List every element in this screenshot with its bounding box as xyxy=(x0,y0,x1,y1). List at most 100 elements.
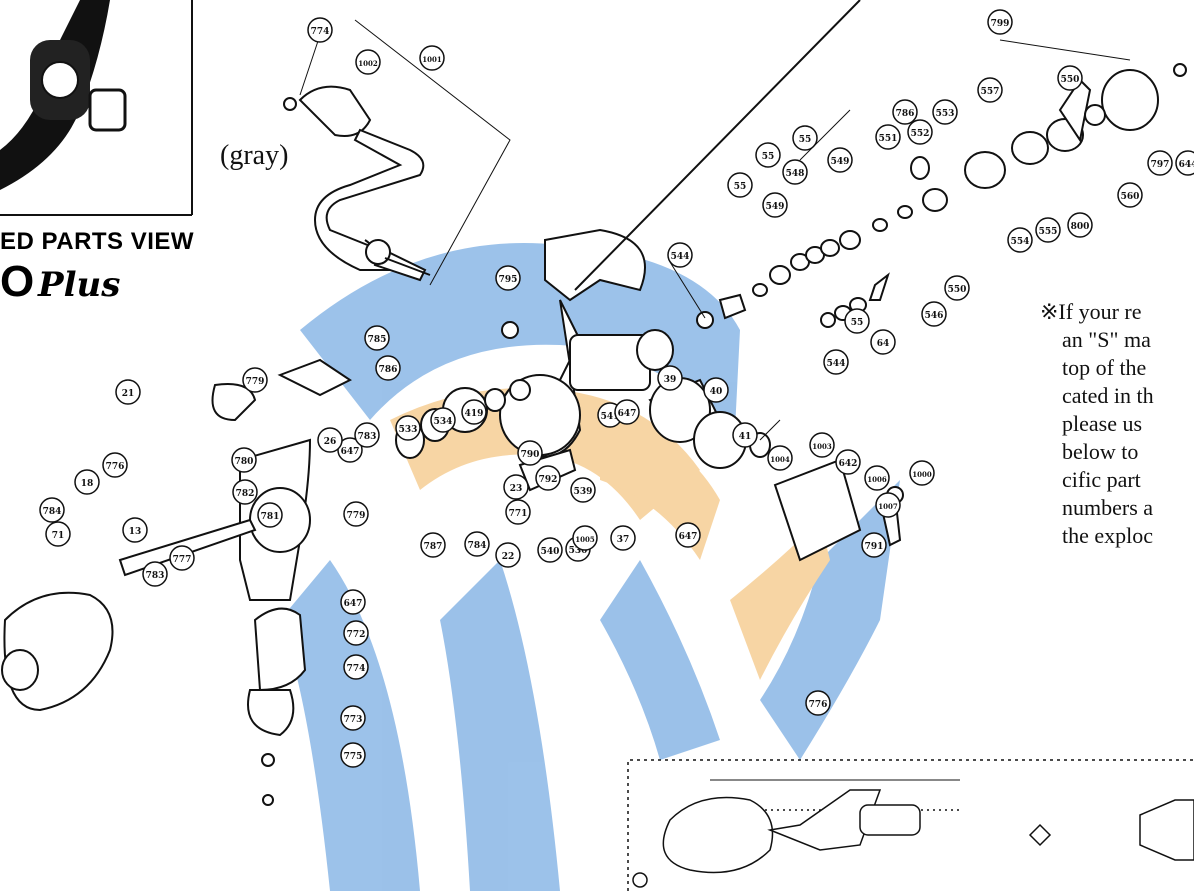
callout-label: 776 xyxy=(809,700,828,710)
note-line: please us xyxy=(1062,411,1143,436)
callout-label: 13 xyxy=(129,527,142,537)
callout-part-647: 647 xyxy=(614,399,640,425)
callout-label: 774 xyxy=(347,664,366,674)
callout-label: 539 xyxy=(574,487,593,497)
callout-label: 771 xyxy=(509,509,528,519)
callout-label: 533 xyxy=(399,425,418,435)
callout-part-419: 419 xyxy=(461,399,487,425)
callout-part-21: 21 xyxy=(115,379,141,405)
callout-label: 786 xyxy=(896,109,915,119)
callout-label: 555 xyxy=(1039,227,1058,237)
callout-part-1004: 1004 xyxy=(767,445,793,471)
callout-label: 647 xyxy=(344,599,363,609)
note-line: cific part xyxy=(1062,467,1141,492)
note-line: below to xyxy=(1062,439,1139,464)
callout-label: 541 xyxy=(601,412,620,422)
callout-label: 772 xyxy=(347,630,366,640)
callout-label: 785 xyxy=(368,335,387,345)
note-line: numbers a xyxy=(1062,495,1154,520)
callout-label: 37 xyxy=(617,535,630,545)
inset-photo-frame xyxy=(0,0,193,216)
callout-label: 779 xyxy=(246,377,265,387)
callout-label: 554 xyxy=(1011,237,1030,247)
callout-part-39: 39 xyxy=(657,365,683,391)
callout-label: 1007 xyxy=(878,502,898,511)
callout-label: 22 xyxy=(502,552,515,562)
callout-part-37: 37 xyxy=(610,525,636,551)
callout-label: 71 xyxy=(52,531,65,541)
callout-label: 41 xyxy=(739,432,752,442)
callout-part-776: 776 xyxy=(102,452,128,478)
housing-parts xyxy=(1,358,352,806)
gray-color-label: (gray) xyxy=(220,140,289,171)
callout-label: 1006 xyxy=(867,475,887,484)
callout-part-539: 539 xyxy=(570,477,596,503)
callout-label: 557 xyxy=(981,87,1000,97)
callout-part-781: 781 xyxy=(257,502,283,528)
handle-assembly xyxy=(283,85,519,339)
callout-label: 23 xyxy=(510,484,523,494)
callout-label: 549 xyxy=(766,202,785,212)
note-line: the exploc xyxy=(1062,523,1154,548)
callout-label: 792 xyxy=(539,475,558,485)
inset-handle-box xyxy=(627,759,1194,891)
callout-part-549: 549 xyxy=(827,147,853,173)
callout-label: 39 xyxy=(664,375,677,385)
callout-label: 549 xyxy=(831,157,850,167)
callout-part-55: 55 xyxy=(727,172,753,198)
callout-part-549: 549 xyxy=(762,192,788,218)
callout-part-544: 544 xyxy=(667,242,693,268)
callout-part-1006: 1006 xyxy=(864,465,890,491)
callout-part-647: 647 xyxy=(675,522,701,548)
callout-part-553: 553 xyxy=(932,99,958,125)
callout-label: 773 xyxy=(344,715,363,725)
callout-part-551: 551 xyxy=(875,124,901,150)
callout-part-642: 642 xyxy=(835,449,861,475)
callout-label: 783 xyxy=(146,571,165,581)
callout-label: 55 xyxy=(762,152,775,162)
callout-label: 64 xyxy=(877,339,890,349)
callout-part-775: 775 xyxy=(340,742,366,768)
callout-part-800: 800 xyxy=(1067,212,1093,238)
callout-part-55: 55 xyxy=(792,125,818,151)
callout-label: 1003 xyxy=(812,442,832,451)
callout-part-774: 774 xyxy=(343,654,369,680)
callout-part-782: 782 xyxy=(232,479,258,505)
callout-part-647: 647 xyxy=(337,437,363,463)
callout-part-785: 785 xyxy=(364,325,390,351)
callout-label: 647 xyxy=(618,409,637,419)
callout-part-780: 780 xyxy=(231,447,257,473)
callout-part-790: 790 xyxy=(517,440,543,466)
callout-part-1003: 1003 xyxy=(809,432,835,458)
callout-label: 55 xyxy=(851,318,864,328)
callout-part-22: 22 xyxy=(495,542,521,568)
callout-part-1001: 1001 xyxy=(419,45,445,71)
callout-part-773: 773 xyxy=(340,705,366,731)
callout-label: 544 xyxy=(671,252,690,262)
callout-label: 795 xyxy=(499,275,518,285)
callout-label: 560 xyxy=(1121,192,1140,202)
shaft-parts xyxy=(696,63,1187,329)
callout-part-13: 13 xyxy=(122,517,148,543)
callout-part-557: 557 xyxy=(977,77,1003,103)
callout-part-1005: 1005 xyxy=(572,525,598,551)
callout-part-55: 55 xyxy=(844,308,870,334)
callout-label: 644 xyxy=(1179,160,1194,170)
callout-label: 546 xyxy=(925,311,944,321)
model-script: Plus xyxy=(38,265,121,305)
callout-part-548: 548 xyxy=(782,159,808,185)
callout-part-18: 18 xyxy=(74,469,100,495)
callout-label: 775 xyxy=(344,752,363,762)
note-line: an "S" ma xyxy=(1062,327,1151,352)
callout-label: 544 xyxy=(827,359,846,369)
callout-label: 642 xyxy=(839,459,858,469)
callout-label: 553 xyxy=(936,109,955,119)
note-text-block: ※If your re an "S" ma top of the cated i… xyxy=(1040,298,1194,550)
callout-label: 21 xyxy=(122,389,135,399)
callout-part-783: 783 xyxy=(354,422,380,448)
callout-part-1002: 1002 xyxy=(355,49,381,75)
callout-label: 786 xyxy=(379,365,398,375)
note-line: top of the xyxy=(1062,355,1147,380)
callout-part-799: 799 xyxy=(987,9,1013,35)
